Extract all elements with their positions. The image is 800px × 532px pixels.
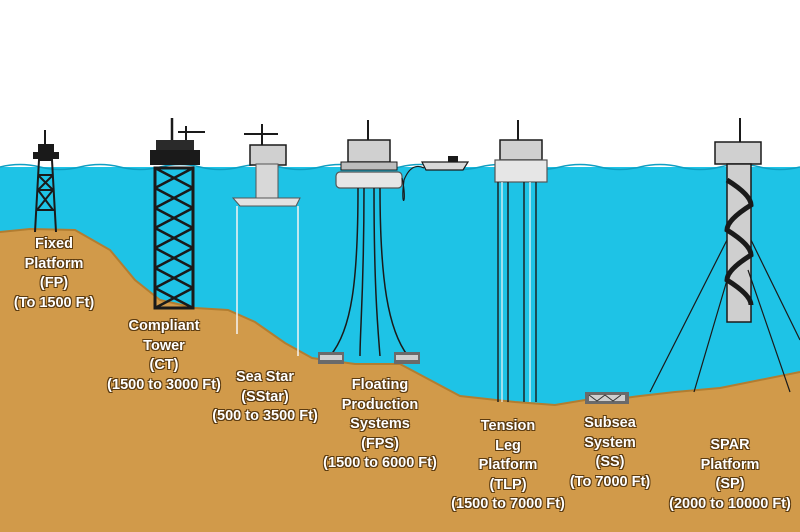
label-line: Floating [351, 377, 409, 393]
label-line: (FPS) [361, 435, 399, 452]
spar-platform [649, 118, 800, 393]
label-line: (1500 to 6000 Ft) [323, 455, 437, 471]
label-spar-platform: SPAR Platform (SP) (2000 to 10000 Ft) [669, 436, 791, 514]
label-sea-star: Sea Star (SStar) (500 to 3500 Ft) [212, 368, 318, 427]
label-line: Leg [495, 437, 521, 454]
seabed [0, 229, 800, 532]
label-line: (FP) [39, 275, 69, 291]
label-line: (500 to 3500 Ft) [212, 408, 318, 424]
tension-leg-platform [494, 120, 548, 402]
seabed-outline [0, 227, 800, 407]
label-line: Tension [480, 418, 536, 434]
label-line: (1500 to 7000 Ft) [451, 496, 565, 512]
fixed-platform [33, 130, 59, 233]
label-line: Compliant [128, 318, 200, 334]
subsea-system [585, 392, 629, 404]
label-line: SPAR [710, 437, 750, 453]
label-line: (To 1500 Ft) [13, 294, 95, 311]
label-line: Sea Star [235, 369, 295, 385]
label-line: Fixed [35, 236, 73, 252]
label-line: Production [341, 396, 419, 413]
label-line: Platform [700, 456, 760, 473]
label-line: Platform [24, 255, 84, 272]
label-line: (To 7000 Ft) [569, 473, 651, 490]
label-line: (CT) [149, 357, 179, 373]
label-line: Platform [478, 457, 538, 473]
shuttle-tanker [421, 156, 470, 171]
sea-star-platform [231, 124, 301, 356]
label-line: Tower [143, 337, 185, 354]
floating-production-system [318, 120, 425, 364]
label-line: (2000 to 10000 Ft) [669, 495, 791, 512]
compliant-tower [150, 118, 205, 310]
label-line: (1500 to 3000 Ft) [107, 376, 221, 393]
label-line: (SP) [715, 476, 745, 492]
label-line: Subsea [584, 415, 636, 431]
label-line: (TLP) [489, 476, 527, 493]
label-line: System [584, 434, 636, 451]
sea-surface-line [0, 163, 800, 171]
label-line: (SS) [595, 454, 625, 470]
label-line: Systems [350, 416, 410, 432]
label-line: (SStar) [241, 388, 289, 405]
